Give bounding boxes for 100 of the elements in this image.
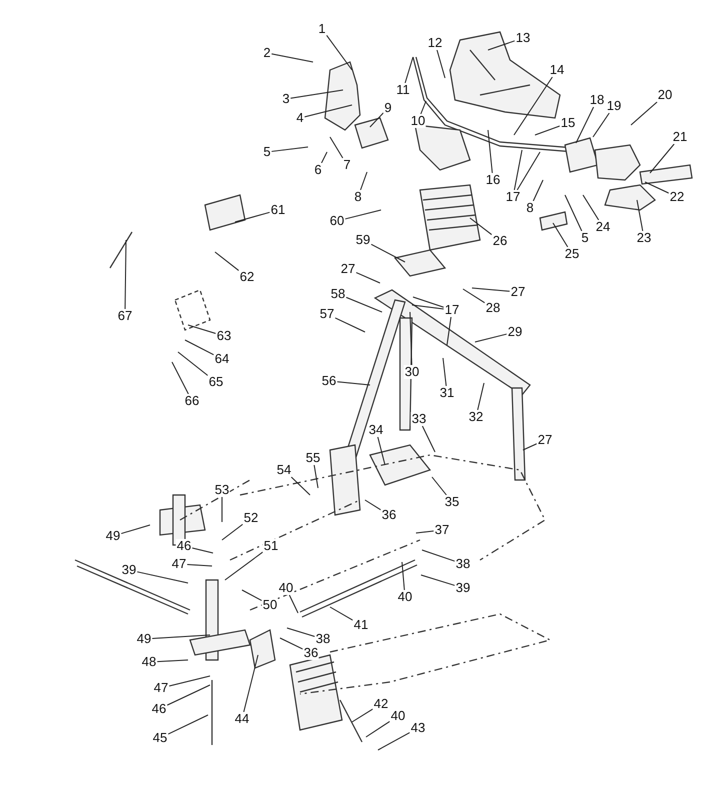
leader-line <box>516 152 540 190</box>
leader-line <box>402 562 405 590</box>
leader-line <box>422 426 436 452</box>
callout-number: 14 <box>548 63 566 77</box>
leader-line <box>364 500 382 510</box>
leader-line <box>192 548 214 554</box>
callout-number: 8 <box>353 190 363 204</box>
callout-number: 36 <box>302 646 320 660</box>
leader-line <box>514 76 553 136</box>
callout-number: 65 <box>208 375 224 389</box>
callout-number: 61 <box>270 203 286 217</box>
callout-number: 39 <box>454 581 472 595</box>
leader-line <box>416 530 434 534</box>
callout-number: 18 <box>588 93 606 107</box>
callout-number: 4 <box>295 111 305 125</box>
callout-number: 64 <box>214 352 230 366</box>
leader-line <box>243 654 258 712</box>
callout-number: 16 <box>484 173 502 187</box>
callout-number: 24 <box>594 220 612 234</box>
leader-line <box>488 40 516 50</box>
callout-number: 43 <box>410 721 426 735</box>
leader-line <box>564 194 582 232</box>
leader-line <box>377 436 386 466</box>
leader-line <box>168 714 208 735</box>
leader-line <box>477 382 484 410</box>
callout-number: 38 <box>314 632 332 646</box>
callout-number: 49 <box>104 529 122 543</box>
callout-number: 15 <box>560 116 576 130</box>
callout-number: 66 <box>184 394 200 408</box>
callout-number: 42 <box>372 697 390 711</box>
leader-line <box>356 272 380 284</box>
leader-line <box>650 144 675 174</box>
leader-line <box>420 574 456 586</box>
leader-line <box>378 732 410 750</box>
leader-line <box>474 334 508 342</box>
leader-line <box>188 324 216 334</box>
callout-number: 35 <box>444 495 460 509</box>
leader-line <box>242 590 262 602</box>
leader-line <box>346 296 382 312</box>
leader-line <box>184 340 214 356</box>
leader-line <box>166 684 210 706</box>
leader-line <box>186 564 212 566</box>
leader-line <box>314 464 318 488</box>
callout-number: 46 <box>150 702 168 716</box>
callout-number: 2 <box>262 46 272 60</box>
callout-number: 67 <box>116 309 134 323</box>
callout-number: 50 <box>262 598 278 612</box>
callout-number: 33 <box>410 412 428 426</box>
callout-number: 39 <box>120 563 138 577</box>
leader-line <box>271 146 308 152</box>
callout-number: 48 <box>140 655 158 669</box>
callout-number: 46 <box>176 539 192 553</box>
leader-line <box>330 606 354 621</box>
leader-line <box>222 524 244 540</box>
leader-line <box>321 152 328 164</box>
callout-number: 36 <box>380 508 398 522</box>
callout-number: 3 <box>281 92 291 106</box>
callout-number: 20 <box>656 88 674 102</box>
leader-line <box>644 182 670 194</box>
callout-number: 47 <box>170 557 188 571</box>
callout-number: 11 <box>395 83 411 97</box>
leader-line <box>592 112 610 138</box>
callout-number: 7 <box>342 158 352 172</box>
callout-number: 6 <box>313 163 323 177</box>
leader-line <box>288 594 298 614</box>
leader-line <box>422 550 456 562</box>
leader-line <box>124 240 126 310</box>
callout-number: 52 <box>242 511 260 525</box>
leader-line <box>488 130 493 174</box>
leader-line <box>168 676 210 686</box>
leader-line <box>234 212 270 222</box>
callout-number: 22 <box>668 190 686 204</box>
callout-number: 49 <box>136 632 152 646</box>
callout-number: 17 <box>444 303 460 317</box>
leader-line <box>336 381 370 386</box>
leader-line <box>120 524 150 534</box>
leader-line <box>636 200 644 232</box>
leader-line <box>404 56 414 84</box>
leader-line <box>214 252 240 272</box>
callout-number: 9 <box>383 101 393 115</box>
callout-number: 62 <box>238 270 256 284</box>
leader-line <box>582 194 600 220</box>
leader-line <box>334 317 366 332</box>
callout-number: 17 <box>504 190 522 204</box>
callout-number: 47 <box>152 681 170 695</box>
callout-number: 1 <box>317 22 327 36</box>
callout-number: 41 <box>352 618 370 632</box>
callout-number: 63 <box>216 329 232 343</box>
leader-line <box>432 476 447 496</box>
leader-line <box>156 660 188 662</box>
leader-line <box>446 316 452 346</box>
leader-line <box>366 720 390 738</box>
callout-number: 10 <box>410 114 426 128</box>
callout-number: 30 <box>404 365 420 379</box>
leader-line <box>412 296 444 308</box>
leader-line <box>472 288 510 292</box>
callout-number: 40 <box>390 709 406 723</box>
leader-line <box>344 210 382 220</box>
leader-line <box>178 352 208 376</box>
leader-line <box>271 53 314 62</box>
